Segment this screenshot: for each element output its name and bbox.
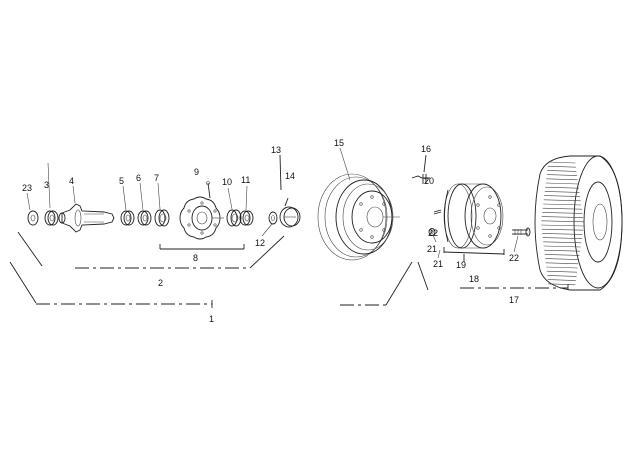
part-22-bolt: [512, 227, 531, 237]
callout-10: 10: [222, 177, 232, 187]
part-8-hub: [179, 196, 224, 240]
callout-8: 8: [193, 253, 198, 263]
callout-21-upper: 21: [427, 244, 437, 254]
callout-3: 3: [44, 180, 49, 190]
group-8-bracket: [159, 244, 245, 250]
group-17-bracket: [460, 284, 569, 290]
part-6-seal: [137, 210, 152, 226]
callout-5: 5: [119, 176, 124, 186]
part-5-bearing: [120, 210, 135, 226]
callout-2: 2: [158, 278, 163, 288]
callout-12: 12: [255, 238, 265, 248]
part-7-cup: [154, 209, 170, 227]
part-10-cup: [226, 209, 242, 227]
callout-6: 6: [136, 173, 141, 183]
part-19-rim-half: [443, 183, 504, 249]
callout-16: 16: [421, 144, 431, 154]
part-15-wheel: [317, 173, 400, 261]
part-14-hub-cap: [279, 206, 301, 228]
callout-leader-lines: [26, 147, 519, 259]
callout-23: 23: [22, 183, 32, 193]
callout-11: 11: [241, 175, 250, 185]
part-3-nut: [44, 210, 59, 226]
part-23-washer: [27, 210, 39, 226]
callout-22-right: 22: [509, 253, 519, 263]
group-18-bracket: [443, 247, 505, 262]
callout-17: 17: [509, 295, 519, 305]
part-9-stud: [206, 181, 211, 199]
part-4-spindle: [58, 203, 115, 233]
part-11-bearing: [239, 210, 254, 226]
part-20-nut: [428, 228, 436, 236]
callout-labels: 23 3 4 5 6 7 9 10 11 13 14 12 8 2 1 15 1…: [22, 138, 519, 324]
callout-4: 4: [69, 176, 74, 186]
callout-21-lower: 21: [433, 259, 443, 269]
callout-14: 14: [285, 171, 295, 181]
part-21-stud: [433, 209, 442, 215]
group-1-leader: [9, 261, 213, 308]
callout-1: 1: [209, 314, 214, 324]
callout-9: 9: [194, 167, 199, 177]
part-17-tire: [534, 155, 623, 291]
group-2-leader: [17, 231, 285, 269]
callout-22-left: 22: [428, 228, 438, 238]
callout-20: 20: [424, 176, 434, 186]
part-13-cotter-pin: [279, 154, 289, 207]
callout-7: 7: [154, 173, 159, 183]
callout-15: 15: [334, 138, 344, 148]
part-12-washer: [268, 211, 278, 225]
group-1-right-leader: [340, 261, 429, 306]
callout-19: 19: [456, 260, 466, 270]
callout-18: 18: [469, 274, 479, 284]
callout-13: 13: [271, 145, 281, 155]
part-16-valve-stem: [411, 154, 430, 184]
